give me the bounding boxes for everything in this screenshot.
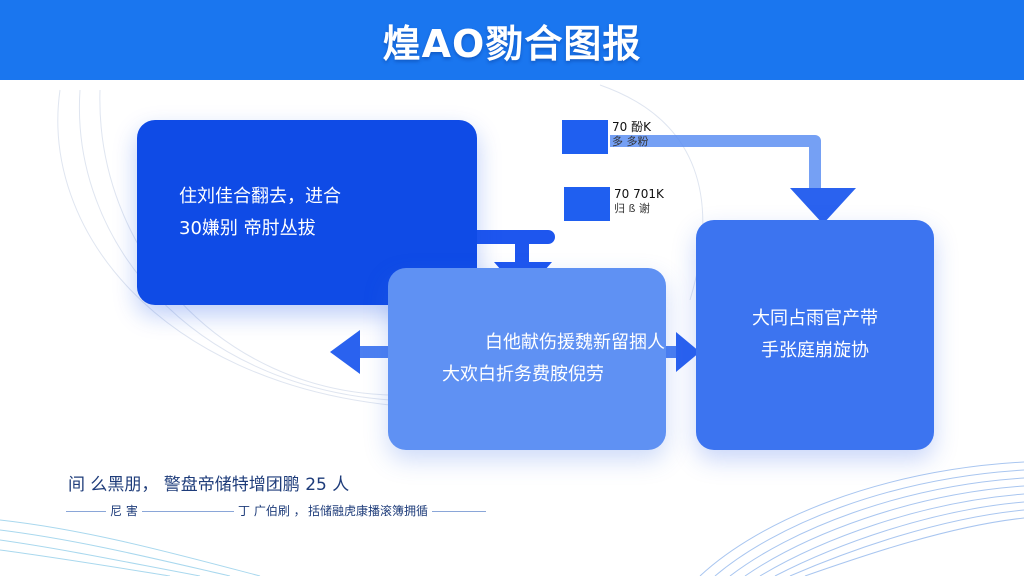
node-right-line-2: 手张庭崩旋协 [761,340,869,361]
node-left-line-2: 30嫌别 帝肘丛拔 [179,217,316,239]
metric-card-2: 70 701K 归 ß 谢 [564,187,664,221]
connector-top-to-right [610,135,821,198]
footer-caption: 尼 害 丁 广伯刷 ， 括储融虎康播滚簿拥循 [66,502,486,520]
decorative-waves-left [0,519,261,576]
arrowhead-right-icon [676,332,700,372]
metric-1-label: 多 多粉 [612,135,649,148]
node-right-line-1: 大同占雨官产带 [752,308,878,329]
node-right: 大同占雨官产带 手张庭崩旋协 [696,220,934,450]
metric-2-value: 70 701K [614,187,664,201]
metric-1-bar [562,120,608,154]
node-center: 白他献伤援魏新留捆人 大欢白折务费胺倪劳 [388,268,666,450]
metric-card-1: 70 酚K 多 多粉 [562,120,651,154]
arrowhead-down-right-icon [790,188,856,224]
footer-caption-part-3: 括储融虎康播滚簿拥循 [304,502,433,519]
metric-2-label: 归 ß 谢 [614,202,650,215]
node-center-line-1: 白他献伤援魏新留捆人 [485,332,665,353]
footer-summary: 间 么黑朋， 警盘帝储特增团鹏 25 人 [68,475,350,495]
footer-caption-part-1: 尼 害 [106,502,142,519]
node-center-line-2: 大欢白折务费胺倪劳 [442,364,604,385]
connector-center-left [352,346,390,358]
metric-1-value: 70 酚K [612,120,651,134]
header-bar: 煌AO勠合图报 [0,0,1024,80]
metric-2-bar [564,187,610,221]
decorative-waves [699,461,1024,576]
footer-caption-part-2: 丁 广伯刷 ， [234,502,310,519]
arrowhead-left-icon [330,330,360,374]
node-left-line-1: 住刘佳合翻去，进合 [179,185,341,207]
page-title: 煌AO勠合图报 [382,21,642,66]
